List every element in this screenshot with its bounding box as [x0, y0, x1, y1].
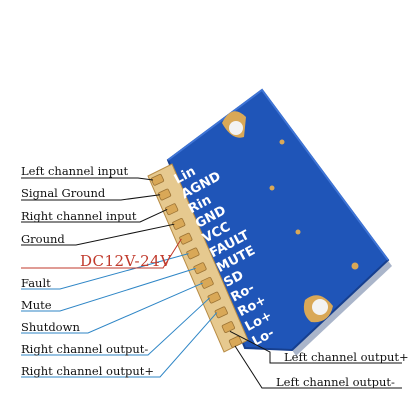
mounting-hole-top — [222, 111, 246, 138]
label-shutdown: Shutdown — [21, 320, 80, 334]
via — [295, 229, 301, 235]
label-left-channel-output-minus: Left channel output- — [276, 375, 395, 389]
leader-line — [21, 253, 189, 290]
leader-line — [229, 330, 402, 364]
header-pin — [150, 173, 165, 186]
pcb-edge-highlight — [167, 88, 389, 261]
via — [351, 262, 359, 270]
leader-lines — [21, 177, 402, 389]
leader-line — [21, 223, 175, 246]
label-left-channel-input: Left channel input — [21, 164, 129, 178]
leader-line — [21, 312, 218, 378]
leader-line — [21, 267, 196, 312]
leader-line — [21, 177, 154, 181]
leader-line — [21, 209, 168, 223]
leader-line — [21, 194, 161, 201]
header-pin — [221, 321, 235, 333]
label-fault: Fault — [21, 276, 51, 290]
mounting-hole-bottom — [303, 295, 333, 323]
via — [279, 139, 285, 145]
header-pin — [186, 247, 200, 260]
header-pin — [157, 188, 172, 201]
label-mute: Mute — [21, 298, 52, 312]
label-ground: Ground — [21, 232, 65, 246]
power-voltage-label: DC12V-24V — [80, 252, 172, 270]
leader-line-power — [21, 238, 182, 269]
label-right-channel-output-plus: Right channel output+ — [21, 364, 155, 378]
header-pin — [165, 203, 179, 216]
leader-line — [21, 297, 211, 356]
header-pin — [228, 335, 243, 348]
header-pin — [214, 306, 228, 319]
label-signal-ground: Signal Ground — [21, 186, 106, 200]
label-right-channel-output-minus: Right channel output- — [21, 342, 149, 356]
label-left-channel-output-plus: Left channel output+ — [284, 350, 409, 364]
label-right-channel-input: Right channel input — [21, 209, 137, 223]
header-pins — [150, 173, 243, 348]
header-pin — [172, 218, 186, 230]
leader-line — [234, 345, 402, 389]
header-pin — [207, 291, 221, 304]
header-pin — [200, 277, 214, 289]
via — [269, 185, 275, 191]
leader-line — [21, 282, 203, 334]
header-pin — [179, 232, 193, 245]
header-pin — [193, 262, 207, 275]
